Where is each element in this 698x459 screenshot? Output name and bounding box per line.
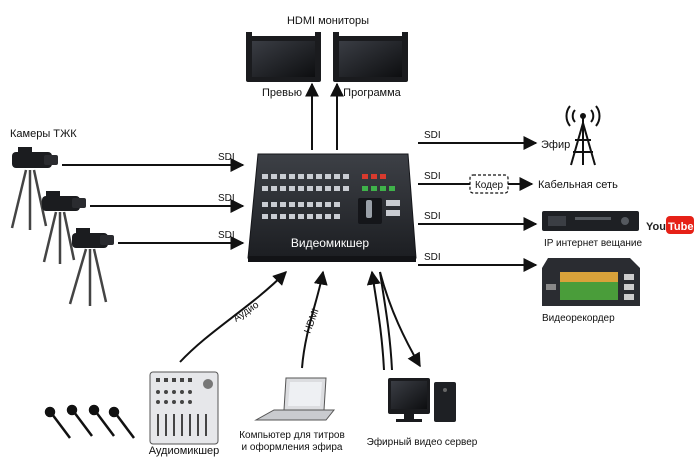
hdmi-monitors-label: HDMI мониторы: [287, 15, 369, 27]
laptop-icon: [254, 377, 336, 421]
coder-label: Кодер: [475, 180, 504, 191]
antenna-icon: [565, 105, 601, 166]
arrow-server-line: [379, 271, 393, 371]
svg-text:You: You: [646, 221, 666, 233]
camera-icon: [10, 147, 58, 230]
audio-mixer-label: Аудиомикшер: [149, 445, 220, 457]
sdi-label: SDI: [218, 193, 235, 204]
mixer-label: Видеомикшер: [291, 236, 370, 250]
server-label: Эфирный видео сервер: [367, 436, 478, 448]
sdi-label: SDI: [218, 230, 235, 241]
preview-label: Превью: [262, 87, 302, 99]
cameras-label: Камеры ТЖК: [10, 128, 77, 140]
program-monitor: [333, 32, 408, 82]
arrow-audio-in: [179, 271, 287, 363]
ip-streaming-label: IP интернет вещание: [544, 238, 643, 249]
sdi-label: SDI: [424, 211, 441, 222]
computer-label-line1: Компьютер для титров: [239, 430, 345, 441]
camera-icon: [42, 191, 86, 264]
video-recorder-icon: [542, 258, 640, 306]
svg-text:Tube: Tube: [668, 221, 693, 233]
arrow-server-in: [366, 270, 385, 371]
hdmi-label: HDMI: [302, 307, 321, 335]
audio-mixer-icon: [149, 371, 219, 445]
video-recorder-label: Видеорекордер: [542, 313, 615, 324]
sdi-label: SDI: [424, 130, 441, 141]
computer-label-line2: и оформления эфира: [242, 441, 343, 453]
sdi-label: SDI: [424, 171, 441, 182]
air-label: Эфир: [541, 139, 570, 151]
sdi-label: SDI: [218, 152, 235, 163]
youtube-logo: You Tube: [646, 216, 694, 234]
camera-icon: [68, 228, 114, 306]
arrow-server-out: [379, 271, 421, 368]
preview-monitor: [246, 32, 321, 82]
sdi-label: SDI: [424, 252, 441, 263]
microphone-icon: [44, 404, 135, 439]
cable-network-label: Кабельная сеть: [538, 179, 618, 191]
server-icon: [388, 378, 456, 422]
audio-label: Аудио: [232, 299, 262, 324]
program-label: Программа: [343, 87, 402, 99]
streaming-encoder-icon: [542, 211, 639, 231]
video-mixer: [247, 153, 417, 262]
arrow-hdmi-in: [301, 270, 328, 369]
